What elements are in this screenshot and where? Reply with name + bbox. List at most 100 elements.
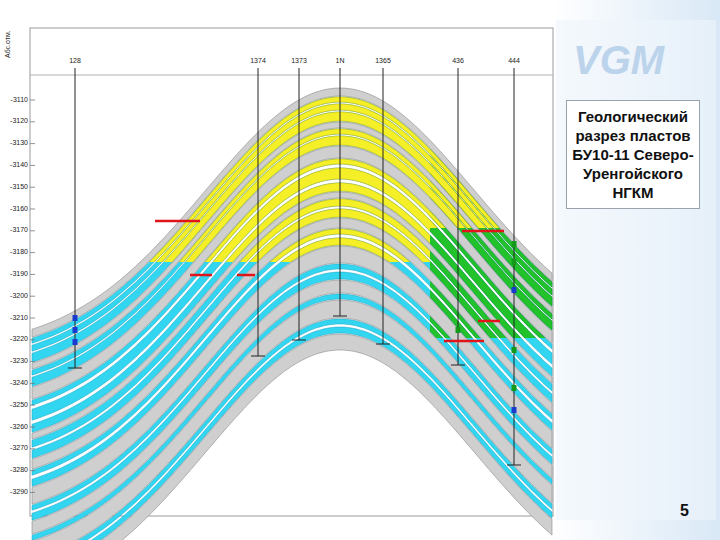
sand-band bbox=[32, 129, 552, 375]
axis-tick bbox=[30, 230, 35, 231]
well-bottom bbox=[507, 465, 521, 466]
axis-tick bbox=[30, 274, 35, 275]
sand-band bbox=[32, 319, 552, 540]
sand-band bbox=[32, 159, 552, 405]
axis-tick bbox=[30, 143, 35, 144]
well-line bbox=[299, 68, 300, 340]
depth-label: -3240 bbox=[10, 379, 28, 386]
depth-label: -3120 bbox=[10, 117, 28, 124]
sand-band bbox=[32, 294, 552, 540]
depth-label: -3250 bbox=[10, 401, 28, 408]
fluid-contact bbox=[190, 274, 212, 277]
axis-tick bbox=[30, 165, 35, 166]
sand-band bbox=[32, 327, 552, 540]
well-bottom bbox=[68, 368, 82, 369]
strata-layers bbox=[32, 88, 552, 540]
frame-line bbox=[30, 75, 553, 76]
well-number: 1N bbox=[336, 57, 345, 64]
well-number: 1373 bbox=[291, 57, 307, 64]
depth-label: -3160 bbox=[10, 205, 28, 212]
well-number: 1365 bbox=[375, 57, 391, 64]
well-line bbox=[514, 68, 515, 465]
slide-panel bbox=[556, 20, 716, 520]
depth-label: -3210 bbox=[10, 314, 28, 321]
sand-band bbox=[32, 159, 552, 405]
axis-tick bbox=[30, 448, 35, 449]
well-line bbox=[258, 68, 259, 356]
well-line bbox=[75, 68, 76, 368]
axis-tick bbox=[30, 252, 35, 253]
sand-band bbox=[32, 294, 552, 540]
well-number: 128 bbox=[69, 57, 81, 64]
fluid-contact bbox=[478, 320, 500, 323]
depth-label: -3200 bbox=[10, 292, 28, 299]
depth-label: -3140 bbox=[10, 161, 28, 168]
depth-label: -3150 bbox=[10, 183, 28, 190]
depth-label: -3170 bbox=[10, 226, 28, 233]
sand-band bbox=[32, 199, 552, 447]
well-line bbox=[383, 68, 384, 344]
sand-band bbox=[32, 272, 552, 520]
axis-tick bbox=[30, 296, 35, 297]
axis-tick bbox=[30, 405, 35, 406]
depth-label: -3180 bbox=[10, 248, 28, 255]
well-bottom bbox=[376, 344, 390, 345]
well-bottom bbox=[451, 365, 465, 366]
depth-label: -3270 bbox=[10, 444, 28, 451]
axis-tick bbox=[30, 209, 35, 210]
depth-label: -3110 bbox=[11, 96, 28, 103]
sand-band bbox=[32, 238, 552, 486]
well-bottom bbox=[333, 316, 347, 317]
title-box: Геологический разрез пластов БУ10-11 Сев… bbox=[566, 100, 700, 209]
fluid-contact bbox=[444, 340, 484, 343]
perforation-marker bbox=[512, 385, 517, 391]
watermark-logo: VGM bbox=[573, 40, 664, 80]
slide-title: Геологический разрез пластов БУ10-11 Сев… bbox=[569, 107, 697, 202]
perforation-marker bbox=[456, 327, 461, 333]
depth-label: -3130 bbox=[10, 139, 28, 146]
depth-label: -3260 bbox=[10, 423, 28, 430]
axis-tick bbox=[30, 339, 35, 340]
perforation-marker bbox=[73, 339, 78, 345]
well-line bbox=[340, 68, 341, 316]
perforation-marker bbox=[512, 287, 517, 293]
sand-band bbox=[32, 264, 552, 510]
axis-tick bbox=[30, 121, 35, 122]
sand-band bbox=[32, 264, 552, 510]
page-number: 5 bbox=[680, 503, 689, 519]
depth-label: -3190 bbox=[10, 270, 28, 277]
well-number: 444 bbox=[508, 57, 520, 64]
fluid-contact bbox=[155, 220, 200, 223]
perforation-marker bbox=[73, 327, 78, 333]
sand-band bbox=[32, 229, 552, 475]
depth-label: -3290 bbox=[10, 488, 28, 495]
axis-tick bbox=[30, 492, 35, 493]
well-number: 1374 bbox=[250, 57, 266, 64]
depth-label: -3220 bbox=[10, 335, 28, 342]
axis-title: Абс.отм. bbox=[4, 30, 11, 58]
axis-tick bbox=[30, 383, 35, 384]
fluid-contact bbox=[237, 274, 255, 277]
sand-band bbox=[32, 272, 552, 520]
axis-tick bbox=[30, 100, 35, 101]
well-bottom bbox=[251, 356, 265, 357]
well-number: 436 bbox=[452, 57, 464, 64]
sand-band bbox=[32, 129, 552, 375]
slide-background bbox=[553, 0, 720, 540]
perforation-marker bbox=[512, 347, 517, 353]
axis-tick bbox=[30, 187, 35, 188]
depth-label: -3280 bbox=[10, 466, 28, 473]
perforation-marker bbox=[512, 241, 517, 247]
depth-axis bbox=[30, 100, 35, 492]
fluid-contact bbox=[462, 230, 504, 233]
well-bottom bbox=[292, 340, 306, 341]
perforation-marker bbox=[512, 259, 517, 265]
axis-tick bbox=[30, 470, 35, 471]
oil-sand bbox=[32, 97, 552, 540]
depth-label: -3230 bbox=[10, 357, 28, 364]
perforation-marker bbox=[512, 407, 517, 413]
sand-band bbox=[32, 229, 552, 475]
gas-sand bbox=[32, 97, 552, 540]
wells bbox=[68, 68, 521, 465]
